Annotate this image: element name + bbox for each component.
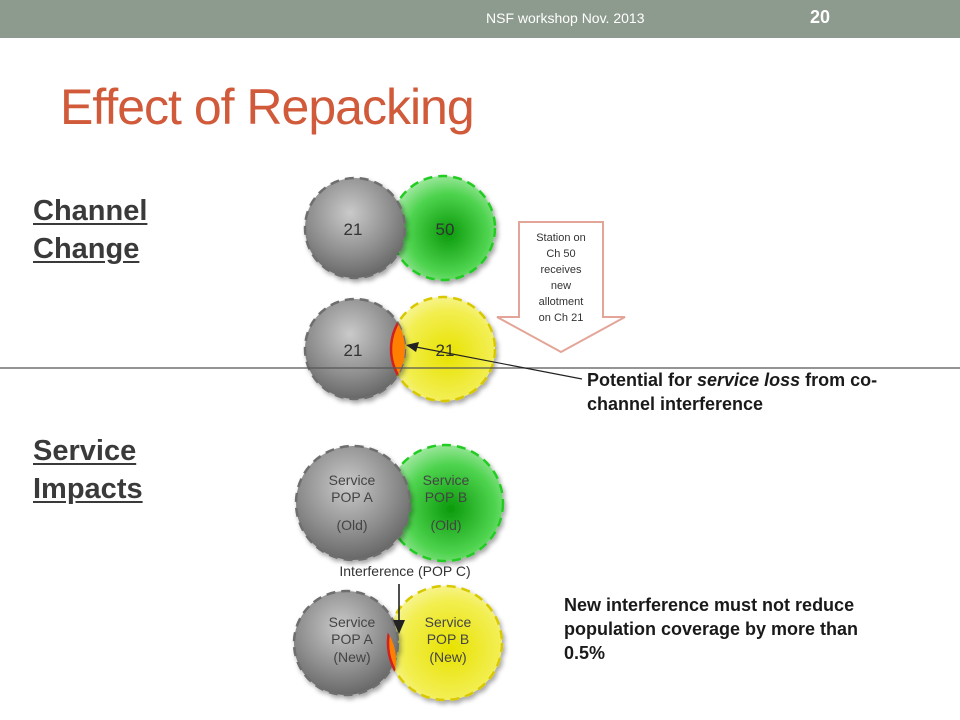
label-service-pop-a-old: Service POP A (Old) (329, 472, 376, 533)
pointer-line (415, 346, 583, 380)
svg-text:new: new (551, 280, 571, 292)
circle-service-pop-a-old (294, 444, 412, 562)
section-channel-change: Channel Change (33, 195, 148, 265)
svg-text:(New): (New) (429, 649, 466, 665)
header-bar (0, 0, 960, 38)
svg-text:Station on: Station on (536, 232, 586, 244)
svg-text:(Old): (Old) (336, 517, 367, 533)
label-service-pop-a-new: Service POP A (New) (329, 614, 376, 665)
service-loss-note: Potential for service loss from co- chan… (587, 370, 878, 414)
svg-text:(New): (New) (333, 649, 370, 665)
svg-text:receives: receives (541, 264, 582, 276)
svg-text:POP B: POP B (425, 489, 468, 505)
pointer-arrowhead (406, 342, 419, 352)
overlap-interference-top (389, 299, 405, 399)
svg-text:on Ch 21: on Ch 21 (539, 312, 584, 324)
circle-ch21-new (389, 295, 497, 403)
svg-text:POP A: POP A (331, 489, 373, 505)
circle-service-pop-a-new (292, 589, 400, 697)
coverage-note: New interference must not reduce populat… (564, 595, 859, 663)
interference-label: Interference (POP C) (339, 563, 470, 579)
interference-pointer-arrowhead (393, 620, 405, 634)
svg-text:Service: Service (329, 472, 376, 488)
circle-service-pop-b-new (386, 584, 504, 702)
label-ch21-top: 21 (344, 220, 363, 239)
label-ch21-right: 21 (436, 341, 455, 360)
label-ch21-left: 21 (344, 341, 363, 360)
label-ch50: 50 (436, 220, 455, 239)
svg-text:Service: Service (329, 614, 376, 630)
circle-ch50 (389, 174, 497, 282)
section-service-impacts: Service Impacts (33, 435, 143, 505)
svg-text:Service: Service (423, 472, 470, 488)
workshop-label: NSF workshop Nov. 2013 (486, 10, 645, 26)
svg-text:POP B: POP B (427, 631, 470, 647)
svg-text:Service: Service (425, 614, 472, 630)
slide-title: Effect of Repacking (60, 79, 475, 135)
arrow-note: Station on Ch 50 receives new allotment … (536, 232, 586, 324)
svg-text:(Old): (Old) (430, 517, 461, 533)
svg-text:Ch 50: Ch 50 (546, 248, 575, 260)
repack-arrow (496, 221, 626, 354)
page-number: 20 (810, 7, 831, 27)
svg-text:allotment: allotment (539, 296, 584, 308)
svg-text:POP A: POP A (331, 631, 373, 647)
overlap-interference-bottom (386, 610, 396, 702)
circle-ch21-top (303, 176, 407, 280)
label-service-pop-b-new: Service POP B (New) (425, 614, 472, 665)
label-service-pop-b-old: Service POP B (Old) (423, 472, 470, 533)
